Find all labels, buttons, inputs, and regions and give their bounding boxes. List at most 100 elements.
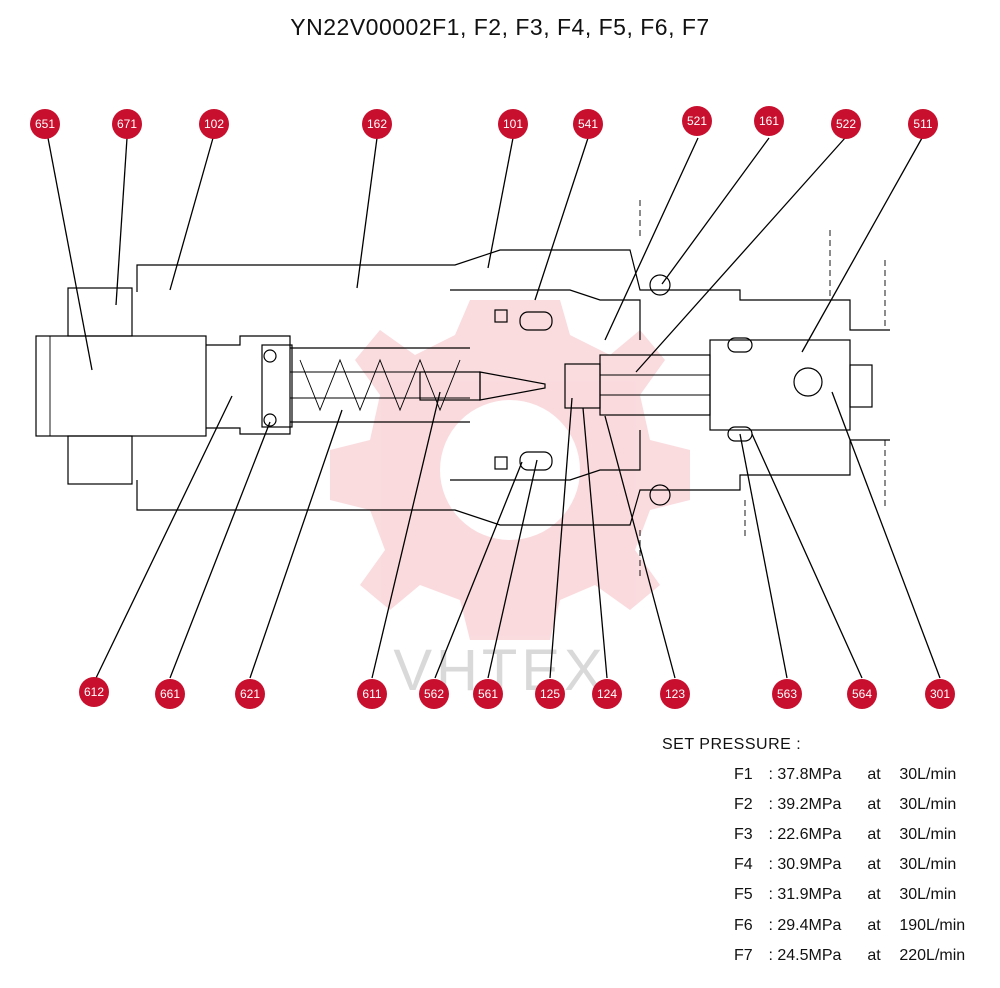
leader-541 (534, 137, 589, 301)
callout-561[interactable]: 561 (473, 679, 503, 709)
callout-label: 611 (362, 687, 381, 701)
pressure-sep: : (768, 796, 773, 813)
pressure-sep: : (768, 826, 773, 843)
leader-162 (356, 137, 378, 289)
callout-label: 522 (836, 117, 856, 131)
leader-612 (95, 395, 233, 679)
callout-301[interactable]: 301 (925, 679, 955, 709)
callout-123[interactable]: 123 (660, 679, 690, 709)
leader-125 (549, 397, 573, 679)
pressure-value: 30.9MPa (777, 856, 842, 873)
callout-621[interactable]: 621 (235, 679, 265, 709)
callout-label: 671 (117, 117, 137, 131)
callout-label: 125 (540, 687, 560, 701)
callouts-top: 651 671 102 162 101 541 521 161 522 511 (30, 106, 938, 139)
callout-label: 161 (759, 114, 779, 128)
pressure-sep: : (768, 917, 773, 934)
callout-101[interactable]: 101 (498, 109, 528, 139)
callout-161[interactable]: 161 (754, 106, 784, 136)
callout-label: 612 (84, 685, 104, 699)
callout-label: 101 (503, 117, 523, 131)
callout-521[interactable]: 521 (682, 106, 712, 136)
pressure-id: F1 (734, 766, 753, 783)
leader-561 (487, 459, 538, 679)
callout-564[interactable]: 564 (847, 679, 877, 709)
leader-564 (751, 433, 863, 679)
leader-lines (47, 137, 941, 679)
pressure-at: at (867, 947, 881, 964)
callout-label: 301 (930, 687, 950, 701)
pressure-flow: 220L/min (899, 947, 966, 964)
callout-label: 124 (597, 687, 617, 701)
leader-161 (661, 137, 770, 285)
callout-label: 102 (204, 117, 224, 131)
pressure-sep: : (768, 856, 773, 873)
leader-621 (249, 409, 343, 679)
leader-102 (169, 137, 214, 291)
pressure-value: 29.4MPa (777, 917, 842, 934)
callout-612[interactable]: 612 (79, 677, 109, 707)
callout-label: 561 (478, 687, 498, 701)
callout-562[interactable]: 562 (419, 679, 449, 709)
valve-body (35, 200, 890, 580)
pressure-at: at (867, 917, 881, 934)
callout-671[interactable]: 671 (112, 109, 142, 139)
callout-162[interactable]: 162 (362, 109, 392, 139)
callout-label: 541 (578, 117, 598, 131)
pressure-id: F5 (734, 886, 753, 903)
set-pressure-heading: SET PRESSURE : (662, 736, 802, 753)
pressure-value: 31.9MPa (777, 886, 842, 903)
pressure-value: 37.8MPa (777, 766, 842, 783)
callout-661[interactable]: 661 (155, 679, 185, 709)
leader-521 (604, 137, 699, 341)
leader-671 (115, 137, 128, 306)
callout-label: 562 (424, 687, 444, 701)
pressure-flow: 30L/min (899, 886, 957, 903)
callout-102[interactable]: 102 (199, 109, 229, 139)
pressure-sep: : (768, 947, 773, 964)
callout-651[interactable]: 651 (30, 109, 60, 139)
leader-563 (739, 433, 788, 679)
callout-label: 563 (777, 687, 797, 701)
callout-label: 511 (913, 117, 932, 131)
leader-522 (635, 137, 846, 373)
pressure-flow: 30L/min (899, 766, 957, 783)
callout-124[interactable]: 124 (592, 679, 622, 709)
pressure-sep: : (768, 886, 773, 903)
callout-541[interactable]: 541 (573, 109, 603, 139)
callout-label: 564 (852, 687, 872, 701)
callout-125[interactable]: 125 (535, 679, 565, 709)
pressure-at: at (867, 766, 881, 783)
callout-511[interactable]: 511 (908, 109, 938, 139)
pressure-row: F5 : 31.9MPa at 30L/min (734, 886, 956, 904)
callout-611[interactable]: 611 (357, 679, 387, 709)
callout-563[interactable]: 563 (772, 679, 802, 709)
pressure-value: 22.6MPa (777, 826, 842, 843)
leader-611 (371, 391, 441, 679)
pressure-flow: 190L/min (899, 917, 966, 934)
pressure-sep: : (768, 766, 773, 783)
callout-522[interactable]: 522 (831, 109, 861, 139)
pressure-flow: 30L/min (899, 826, 957, 843)
pressure-at: at (867, 886, 881, 903)
pressure-flow: 30L/min (899, 856, 957, 873)
pressure-id: F4 (734, 856, 753, 873)
callouts-bottom: 612 661 621 611 562 561 125 124 123 563 … (79, 677, 955, 709)
pressure-at: at (867, 856, 881, 873)
pressure-value: 39.2MPa (777, 796, 842, 813)
callout-label: 123 (665, 687, 685, 701)
pressure-row: F4 : 30.9MPa at 30L/min (734, 856, 956, 874)
pressure-id: F7 (734, 947, 753, 964)
watermark-hub (440, 400, 580, 540)
pressure-at: at (867, 796, 881, 813)
callout-label: 621 (240, 687, 260, 701)
pressure-id: F3 (734, 826, 753, 843)
leader-562 (434, 461, 523, 679)
leader-123 (604, 415, 676, 679)
callout-label: 162 (367, 117, 387, 131)
